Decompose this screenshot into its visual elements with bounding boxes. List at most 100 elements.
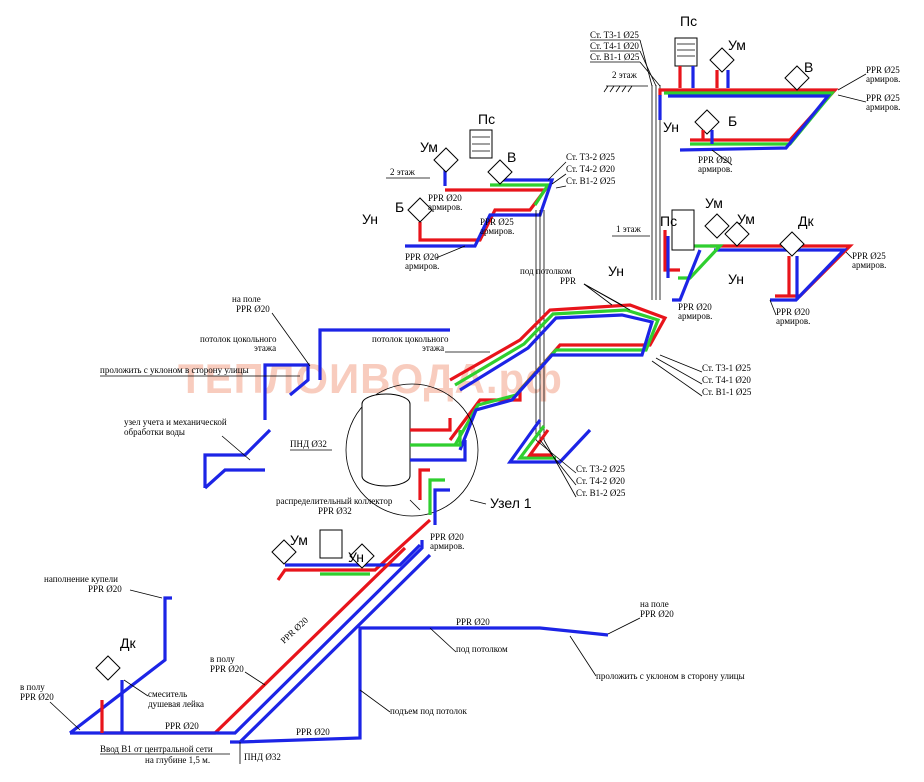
svg-text:PPR Ø20: PPR Ø20 xyxy=(165,721,199,731)
floor2-label: 2 этаж xyxy=(612,70,638,80)
svg-text:армиров.: армиров. xyxy=(776,316,810,326)
svg-text:Дк: Дк xyxy=(798,213,814,229)
washbasin-mixer-icon xyxy=(709,47,735,73)
label-v: В xyxy=(804,59,813,75)
boiler-tank-icon xyxy=(361,393,411,487)
svg-text:армиров.: армиров. xyxy=(852,260,886,270)
svg-text:потолок цокольного: потолок цокольного xyxy=(372,334,449,344)
svg-text:PPR Ø20: PPR Ø20 xyxy=(88,584,122,594)
svg-text:Б: Б xyxy=(395,199,404,215)
svg-text:смеситель: смеситель xyxy=(148,689,187,699)
bath-mixer-icon xyxy=(784,65,810,91)
svg-text:Ст. Т4-2 Ø20: Ст. Т4-2 Ø20 xyxy=(576,476,625,486)
towel-rail-icon xyxy=(674,37,698,67)
svg-text:обработки воды: обработки воды xyxy=(124,427,185,437)
floor2-left-group: Пс Ум В Б Ун 2 этаж Ст. Т3-2 Ø25 Ст. Т4-… xyxy=(362,111,616,440)
svg-text:на поле: на поле xyxy=(640,599,669,609)
svg-text:Ст. Т3-1 Ø25: Ст. Т3-1 Ø25 xyxy=(702,363,751,373)
label-un: Ун xyxy=(663,119,679,135)
svg-text:Ст. В1-1 Ø25: Ст. В1-1 Ø25 xyxy=(590,52,640,62)
kitchen-mixer-icon xyxy=(724,221,750,247)
svg-text:PPR Ø20: PPR Ø20 xyxy=(428,193,462,203)
svg-text:PPR Ø20: PPR Ø20 xyxy=(430,532,464,542)
svg-text:PPR Ø20: PPR Ø20 xyxy=(776,307,810,317)
svg-text:Ун: Ун xyxy=(728,271,744,287)
svg-text:Ст. Т3-2 Ø25: Ст. Т3-2 Ø25 xyxy=(576,464,625,474)
svg-text:на глубине 1,5 м.: на глубине 1,5 м. xyxy=(145,755,210,765)
svg-text:PPR Ø25: PPR Ø25 xyxy=(866,65,900,75)
svg-text:PPR Ø20: PPR Ø20 xyxy=(296,727,330,737)
svg-text:PPR Ø25: PPR Ø25 xyxy=(852,251,886,261)
svg-text:наполнение купели: наполнение купели xyxy=(44,574,118,584)
svg-text:PPR Ø32: PPR Ø32 xyxy=(318,506,352,516)
floor1-right-group: Ум Ум Пс Дк Ун Ун 1 этаж PPR Ø25армиров.… xyxy=(608,195,886,326)
label-ps: Пс xyxy=(680,13,697,29)
svg-text:Ст. Т4-1 Ø20: Ст. Т4-1 Ø20 xyxy=(590,41,639,51)
towel-rail-icon-4 xyxy=(319,529,343,559)
svg-text:Ст. В1-1 Ø25: Ст. В1-1 Ø25 xyxy=(702,387,752,397)
svg-text:Пс: Пс xyxy=(478,111,495,127)
svg-text:Ст. Т3-1 Ø25: Ст. Т3-1 Ø25 xyxy=(590,30,639,40)
svg-text:армиров.: армиров. xyxy=(866,74,900,84)
watermark: ТЕПЛОИВОДА.рф xyxy=(178,355,563,402)
svg-text:армиров.: армиров. xyxy=(480,226,514,236)
svg-text:проложить с уклоном в сторону: проложить с уклоном в сторону улицы xyxy=(596,671,745,681)
svg-text:ПНД Ø32: ПНД Ø32 xyxy=(244,752,281,762)
svg-text:PPR Ø20: PPR Ø20 xyxy=(640,609,674,619)
shower-mixer-icon-2 xyxy=(95,655,121,681)
svg-text:ПНД Ø32: ПНД Ø32 xyxy=(290,439,327,449)
svg-text:душевая лейка: душевая лейка xyxy=(148,699,204,709)
svg-text:в полу: в полу xyxy=(210,654,235,664)
svg-text:на поле: на поле xyxy=(232,294,261,304)
svg-text:Ум: Ум xyxy=(737,211,755,227)
svg-text:Ум: Ум xyxy=(290,532,308,548)
svg-text:Ст. В1-2 Ø25: Ст. В1-2 Ø25 xyxy=(566,176,616,186)
svg-text:армиров.: армиров. xyxy=(428,202,462,212)
svg-text:PPR Ø20: PPR Ø20 xyxy=(20,692,54,702)
svg-text:В: В xyxy=(507,149,516,165)
svg-text:Ст. Т3-2 Ø25: Ст. Т3-2 Ø25 xyxy=(566,152,615,162)
lower-fixtures-group: Ум Ун xyxy=(271,518,432,581)
label-um: Ум xyxy=(728,37,746,53)
svg-text:армиров.: армиров. xyxy=(405,261,439,271)
svg-text:PPR Ø25: PPR Ø25 xyxy=(866,93,900,103)
svg-text:Пс: Пс xyxy=(660,213,677,229)
svg-text:подъем под потолок: подъем под потолок xyxy=(390,706,468,716)
svg-text:распределительный коллектор: распределительный коллектор xyxy=(276,496,393,506)
svg-text:этажа: этажа xyxy=(254,343,276,353)
svg-text:PPR Ø20: PPR Ø20 xyxy=(236,304,270,314)
svg-text:Ст. В1-2 Ø25: Ст. В1-2 Ø25 xyxy=(576,488,626,498)
svg-text:PPR Ø20: PPR Ø20 xyxy=(210,664,244,674)
label-b: Б xyxy=(728,113,737,129)
svg-text:Ун: Ун xyxy=(348,549,364,565)
bidet-mixer-icon xyxy=(694,109,720,135)
svg-text:армиров.: армиров. xyxy=(698,164,732,174)
towel-rail-icon-2 xyxy=(671,209,695,251)
svg-text:в полу: в полу xyxy=(20,682,45,692)
svg-text:Ст. Т4-2 Ø20: Ст. Т4-2 Ø20 xyxy=(566,164,615,174)
floor2-right-group: Пс Ум В Б Ун 2 этаж Ст. Т3-1 Ø25 Ст. Т4-… xyxy=(590,13,900,300)
svg-text:армиров.: армиров. xyxy=(678,311,712,321)
svg-text:под потолком: под потолком xyxy=(520,266,572,276)
svg-text:потолок цокольного: потолок цокольного xyxy=(200,334,277,344)
svg-text:Ун: Ун xyxy=(608,263,624,279)
shower-mixer-icon xyxy=(779,231,805,257)
svg-text:Ум: Ум xyxy=(705,195,723,211)
svg-text:PPR Ø20: PPR Ø20 xyxy=(698,155,732,165)
svg-text:PPR Ø20: PPR Ø20 xyxy=(405,252,439,262)
svg-text:Дк: Дк xyxy=(120,635,136,651)
washbasin-mixer-icon-2 xyxy=(704,213,730,239)
svg-text:PPR Ø20: PPR Ø20 xyxy=(678,302,712,312)
svg-text:этажа: этажа xyxy=(422,343,444,353)
svg-text:Ввод В1 от центральной сети: Ввод В1 от центральной сети xyxy=(100,744,213,754)
svg-text:армиров.: армиров. xyxy=(866,102,900,112)
svg-text:узел учета и механической: узел учета и механической xyxy=(124,417,227,427)
svg-text:под потолком: под потолком xyxy=(456,644,508,654)
floor1-label: 1 этаж xyxy=(616,224,642,234)
svg-text:PPR: PPR xyxy=(560,276,576,286)
